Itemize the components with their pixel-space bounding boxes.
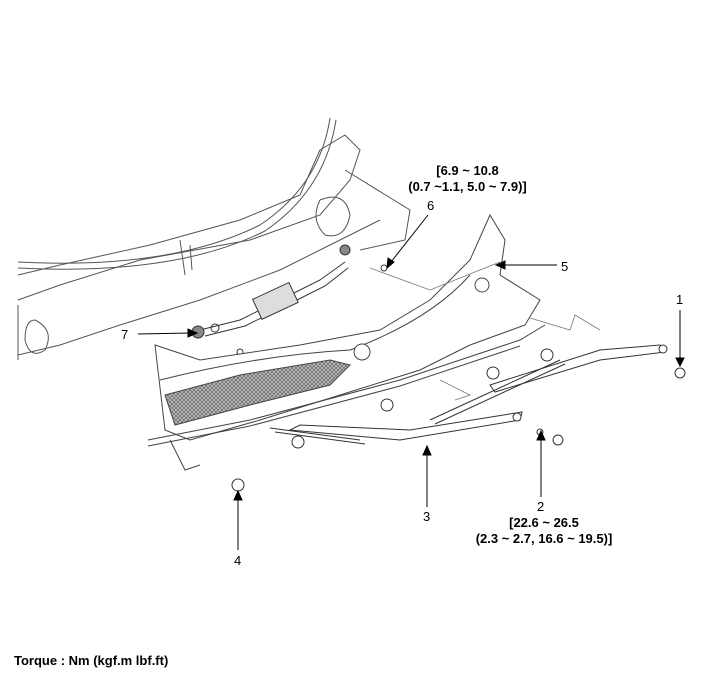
- torque-6-nm: [6.9 ~ 10.8: [436, 163, 499, 178]
- body-panel: [17, 117, 411, 360]
- torque-2-nm: [22.6 ~ 26.5: [509, 515, 579, 530]
- callout-1: 1: [676, 292, 684, 307]
- callout-7: 7: [121, 327, 129, 342]
- callout-6: 6: [427, 198, 435, 213]
- torque-spec-6: [6.9 ~ 10.8 (0.7 ~1.1, 5.0 ~ 7.9)]: [400, 163, 535, 195]
- torque-6-alt: (0.7 ~1.1, 5.0 ~ 7.9)]: [408, 179, 527, 194]
- callout-5: 5: [561, 259, 569, 274]
- assembly-guide-lines: [369, 261, 601, 401]
- callout-leaders: [137, 214, 685, 550]
- callout-2: 2: [537, 499, 545, 514]
- callout-4: 4: [234, 553, 242, 568]
- torque-2-alt: (2.3 ~ 2.7, 16.6 ~ 19.5)]: [475, 531, 613, 546]
- wiper-arms-blades: [269, 344, 668, 445]
- torque-units-legend: Torque : Nm (kgf.m lbf.ft): [14, 653, 169, 668]
- cowl-top-cover: [147, 213, 546, 471]
- torque-spec-2: [22.6 ~ 26.5 (2.3 ~ 2.7, 16.6 ~ 19.5)]: [470, 515, 618, 547]
- callout-3: 3: [423, 509, 431, 524]
- fasteners: [231, 348, 686, 492]
